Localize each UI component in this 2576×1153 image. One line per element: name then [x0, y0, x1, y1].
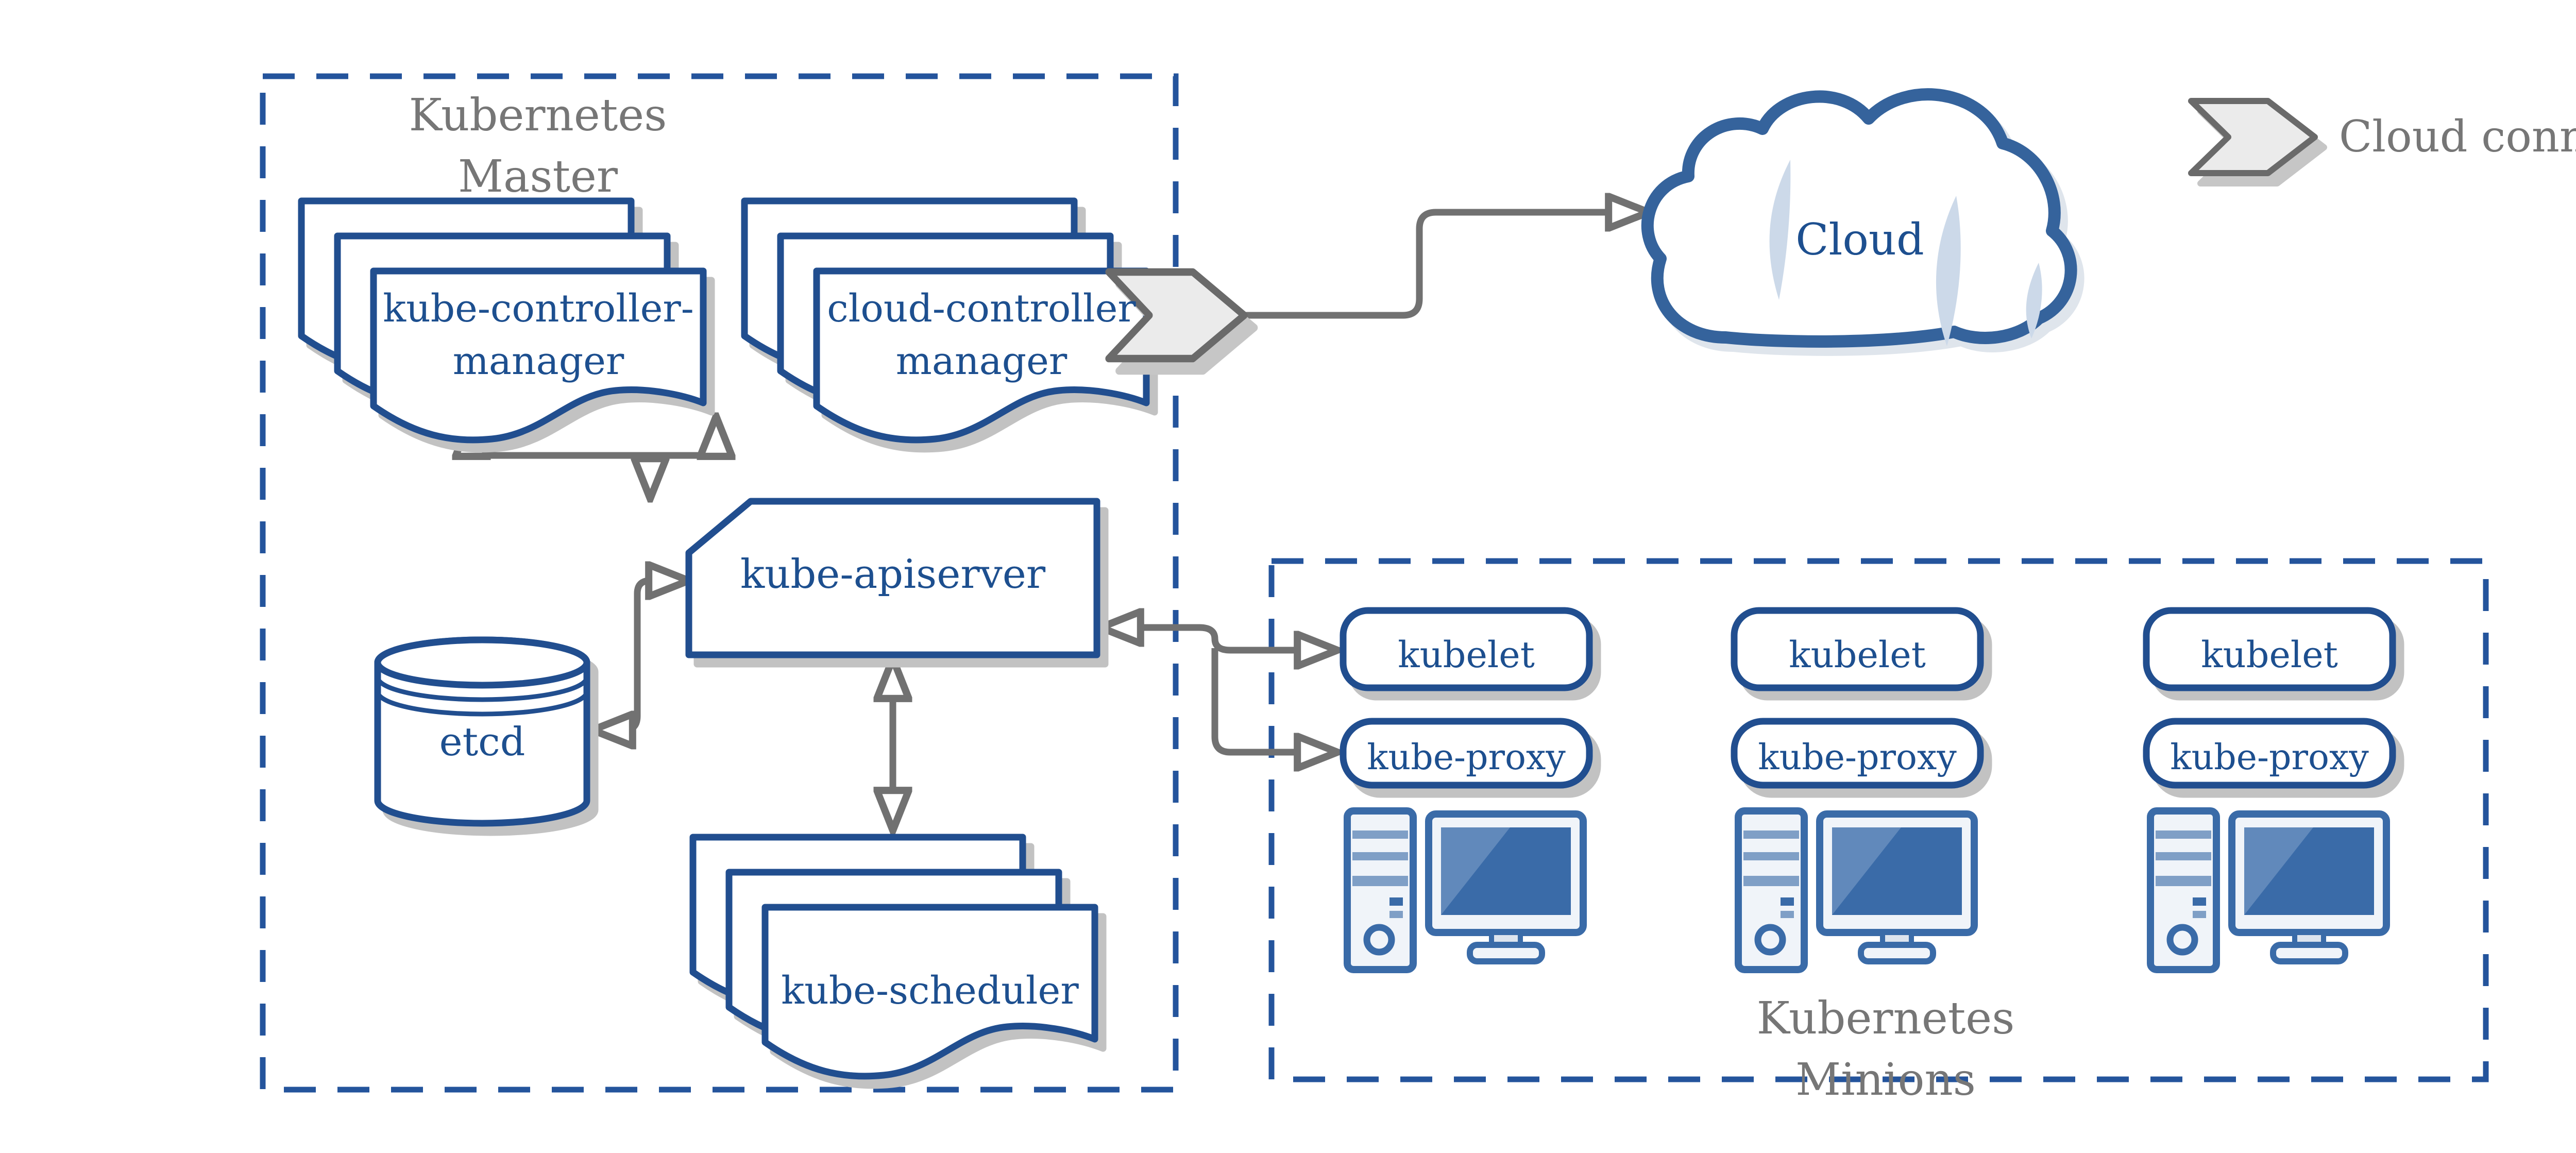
kube-controller-manager-label: kube-controller- manager [383, 286, 694, 384]
kube-proxy-box-3 [2143, 718, 2396, 789]
kube-scheduler-label: kube-scheduler [781, 969, 1079, 1013]
kubernetes-master-box [260, 73, 1179, 1093]
computer-icon-3 [2150, 811, 2386, 970]
cloud-shape [1641, 88, 2077, 348]
minion-node-2 [1731, 607, 1984, 970]
master-title: Kubernetes Master [409, 90, 667, 202]
kubelet-label-3: kubelet [2201, 634, 2338, 676]
apiserver-etcd-arrow [594, 581, 688, 730]
apiserver-kubeproxy-arrow [1211, 648, 1336, 752]
kube-proxy-label-3: kube-proxy [2170, 737, 2369, 778]
kube-apiserver-label: kube-apiserver [740, 551, 1046, 598]
kubelet-box-1 [1340, 607, 1593, 691]
kubelet-label-1: kubelet [1398, 634, 1535, 676]
kubelet-box-2 [1731, 607, 1984, 691]
cloud-connector-arrow-line [1246, 212, 1648, 319]
minion-node-1 [1340, 607, 1593, 970]
cloud-highlight-2 [1936, 196, 1961, 346]
minion-node-3 [2143, 607, 2396, 970]
kube-proxy-label-2: kube-proxy [1758, 737, 1957, 778]
controllers-to-apiserver-bus-arrow [471, 417, 716, 455]
computer-icon-2 [1738, 811, 1974, 970]
kube-proxy-label-1: kube-proxy [1367, 737, 1566, 778]
etcd-cylinder [374, 636, 590, 827]
cloud-connector-legend-icon [2191, 101, 2315, 173]
kube-apiserver-box [685, 498, 1100, 658]
kube-proxy-box-1 [1340, 718, 1593, 789]
kubelet-box-3 [2143, 607, 2396, 691]
cloud-highlight-3 [2026, 263, 2042, 338]
cloud-connector-legend-label: Cloud connector [2339, 111, 2576, 162]
connector-arrows [471, 212, 1648, 829]
etcd-label: etcd [439, 719, 526, 765]
cloud-controller-manager-label: cloud-controller manager [827, 286, 1136, 384]
kube-scheduler-stack [693, 837, 1095, 1076]
computer-icon-1 [1347, 811, 1583, 970]
cloud-label: Cloud [1795, 214, 1924, 265]
minions-title: Kubernetes Minions [1756, 993, 2015, 1106]
kubelet-label-2: kubelet [1789, 634, 1926, 676]
cloud-highlight-1 [1769, 160, 1791, 300]
kube-proxy-box-2 [1731, 718, 1984, 789]
kubernetes-minions-box [1268, 558, 2489, 1082]
apiserver-kubelet-arrow [1101, 628, 1336, 650]
